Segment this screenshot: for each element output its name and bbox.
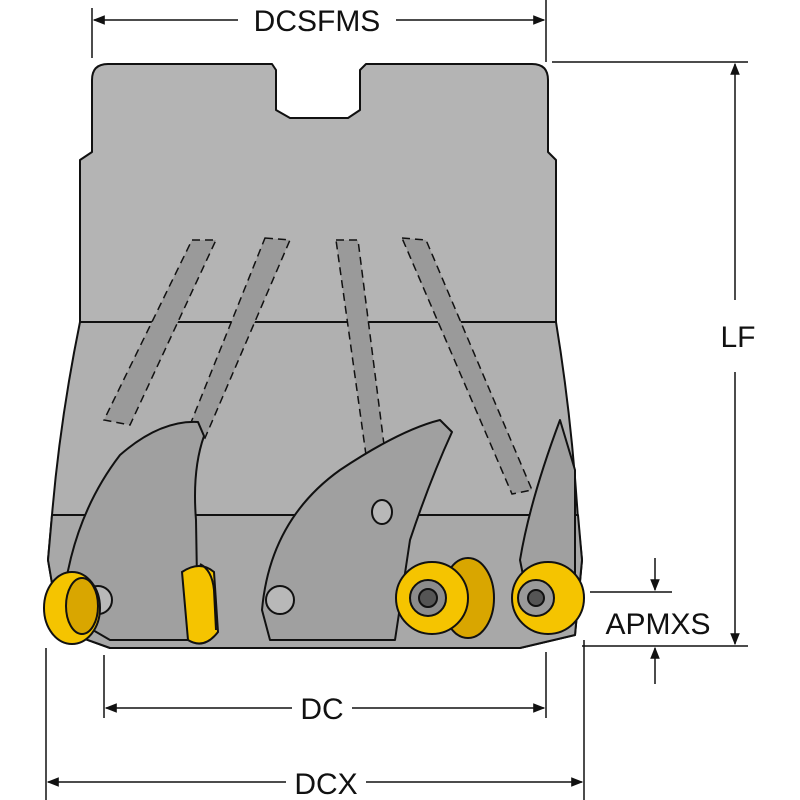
pocket-right (519, 419, 576, 611)
insert-far-left (43, 571, 101, 645)
dcsfms-label: DCSFMS (254, 5, 381, 38)
insert-center (395, 557, 495, 639)
insert-right (511, 561, 585, 635)
insert-left (180, 563, 220, 645)
pocket-hole-center (265, 585, 295, 615)
flute-groove-2 (189, 237, 292, 440)
pocket-center (261, 419, 453, 641)
inserts (43, 557, 585, 645)
dcx-label: DCX (294, 768, 357, 800)
dc-label: DC (300, 693, 343, 726)
dimension-lines (45, 0, 748, 800)
lf-label: LF (720, 321, 755, 354)
pocket-hole-upper (371, 499, 393, 525)
flute-groove-4 (400, 237, 534, 495)
flute-grooves (102, 237, 534, 499)
shank-section (79, 63, 557, 323)
flute-groove-1 (102, 239, 218, 426)
apmxs-label: APMXS (605, 608, 710, 641)
